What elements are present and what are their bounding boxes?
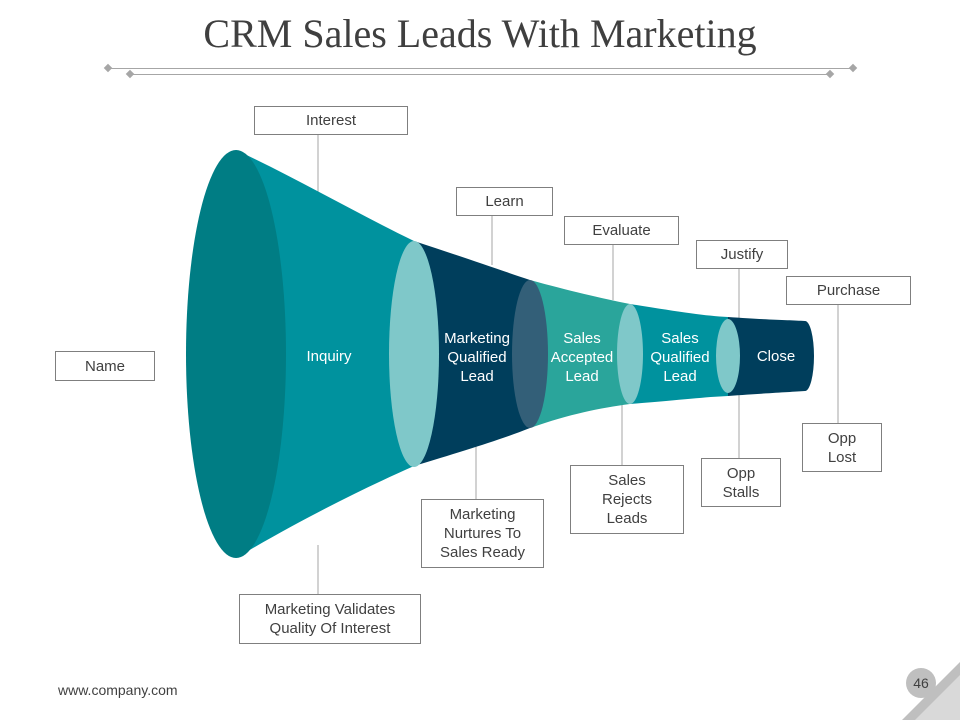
funnel-stage-sales-accepted — [530, 280, 630, 428]
page-number-badge: 46 — [906, 668, 936, 698]
stage-label-sales-accepted-lead: Sales Accepted Lead — [550, 330, 614, 385]
opp-stalls-box: Opp Stalls — [701, 458, 781, 507]
connector-lines — [317, 135, 839, 594]
justify-box: Justify — [696, 240, 788, 269]
stage-label-close: Close — [756, 348, 796, 365]
funnel-divider-2 — [617, 304, 643, 404]
marketing-nurtures-box: Marketing Nurtures To Sales Ready — [421, 499, 544, 568]
funnel-stage-sales-qualified — [630, 304, 728, 404]
funnel-mouth — [186, 150, 286, 558]
funnel-divider-0 — [389, 241, 439, 467]
funnel-stage-close — [728, 317, 814, 396]
purchase-box: Purchase — [786, 276, 911, 305]
title-underline-top — [108, 68, 853, 69]
funnel-divider-3 — [716, 319, 740, 393]
footer-website: www.company.com — [58, 682, 178, 698]
funnel-stage-marketing-qualified — [414, 241, 530, 466]
interest-box: Interest — [254, 106, 408, 135]
page-title: CRM Sales Leads With Marketing — [203, 11, 757, 56]
stage-label-inquiry: Inquiry — [306, 348, 352, 365]
stage-label-sales-qualified-lead: Sales Qualified Lead — [650, 330, 710, 385]
evaluate-box: Evaluate — [564, 216, 679, 245]
sales-rejects-box: Sales Rejects Leads — [570, 465, 684, 534]
funnel-divider-1 — [512, 280, 548, 428]
stage-label-marketing-qualified-lead: Marketing Qualified Lead — [444, 330, 510, 385]
title-underline-bottom — [130, 74, 830, 75]
name-box: Name — [55, 351, 155, 381]
funnel-stage-inquiry — [236, 150, 414, 558]
learn-box: Learn — [456, 187, 553, 216]
marketing-validates-box: Marketing Validates Quality Of Interest — [239, 594, 421, 644]
opp-lost-box: Opp Lost — [802, 423, 882, 472]
